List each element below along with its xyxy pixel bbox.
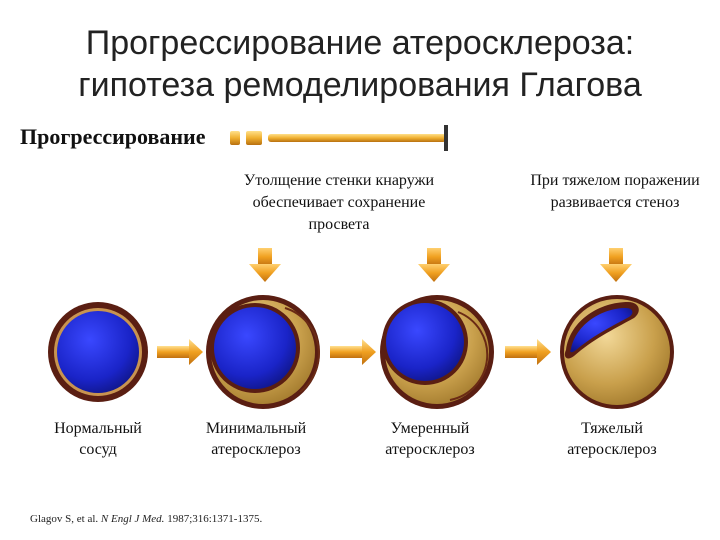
progression-bar-dash-2	[246, 131, 262, 145]
right-arrow-3	[505, 339, 551, 365]
title-line-2: гипотеза ремоделирования Глагова	[78, 66, 642, 104]
vessel-severe	[560, 295, 674, 409]
vessel-minimal	[206, 295, 320, 409]
note-outward-remodeling: Утолщение стенки кнаружи обеспечивает со…	[243, 172, 435, 233]
vessel-moderate	[380, 295, 494, 409]
progression-bar-end	[444, 125, 448, 151]
note-stenosis: При тяжелом поражении развивается стеноз	[530, 172, 700, 211]
right-arrow-2	[330, 339, 376, 365]
down-arrow-severe	[600, 248, 632, 282]
slide-title: Прогрессирование атеросклероза: гипотеза…	[0, 22, 720, 106]
progression-bar	[230, 125, 448, 151]
down-arrow-minimal	[249, 248, 281, 282]
stenotic-lumen	[570, 308, 633, 353]
stage-label-severe: Тяжелый атеросклероз	[567, 420, 657, 458]
progression-bar-dash-1	[230, 131, 240, 145]
down-arrow-moderate	[418, 248, 450, 282]
stage-label-moderate: Умеренный атеросклероз	[385, 420, 475, 458]
progression-label: Прогрессирование	[20, 124, 206, 149]
stage-label-minimal: Минимальный атеросклероз	[205, 420, 307, 458]
citation-journal: N Engl J Med.	[100, 513, 165, 525]
citation: Glagov S, et al. N Engl J Med. 1987;316:…	[30, 513, 262, 525]
progression-bar-line	[268, 134, 446, 142]
stage-label-normal: Нормальный сосуд	[54, 420, 142, 458]
title-line-1: Прогрессирование атеросклероза:	[85, 24, 635, 62]
citation-authors: Glagov S, et al.	[30, 513, 99, 525]
citation-ref: 1987;316:1371-1375.	[167, 513, 263, 525]
vessel-normal	[48, 302, 148, 402]
right-arrow-1	[157, 339, 203, 365]
